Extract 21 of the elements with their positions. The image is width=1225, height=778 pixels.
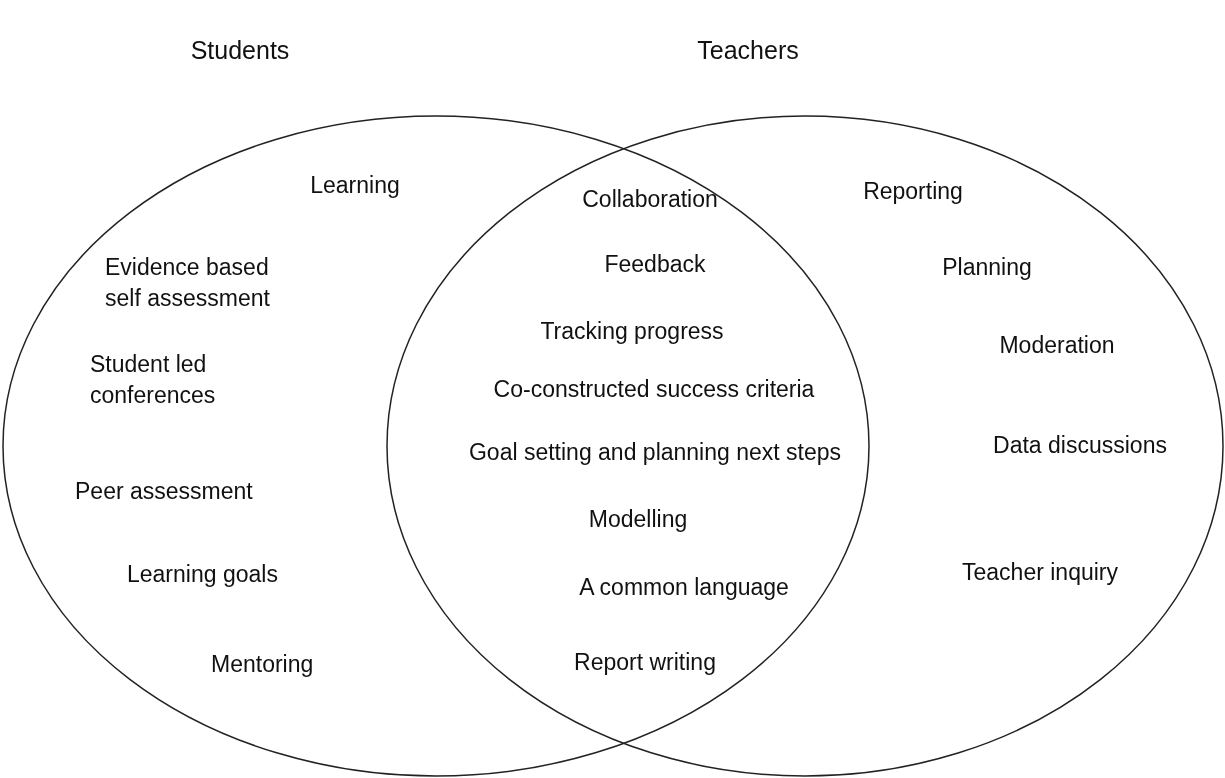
set-title: Teachers <box>697 35 799 65</box>
item-text: Data discussions <box>993 431 1167 461</box>
item-text: Collaboration <box>582 185 718 215</box>
item-text: Tracking progress <box>540 317 724 347</box>
item-text: Evidence based self assessment <box>105 252 271 313</box>
item-text: Reporting <box>863 177 963 207</box>
item-text: A common language <box>579 573 789 603</box>
item-text: Report writing <box>574 648 716 678</box>
item-text: Feedback <box>604 250 706 280</box>
item-text: Modelling <box>588 505 688 535</box>
item-text: Learning goals <box>127 560 278 590</box>
item-text: Goal setting and planning next steps <box>468 438 842 468</box>
item-text: Peer assessment <box>75 477 253 507</box>
item-text: Teacher inquiry <box>962 558 1118 588</box>
item-text: Student led conferences <box>90 349 217 410</box>
item-text: Moderation <box>999 331 1115 361</box>
item-text: Co-constructed success criteria <box>493 375 815 405</box>
item-text: Mentoring <box>211 650 314 680</box>
item-text: Planning <box>942 253 1032 283</box>
item-text: Learning <box>310 171 400 201</box>
set-title: Students <box>190 35 290 65</box>
